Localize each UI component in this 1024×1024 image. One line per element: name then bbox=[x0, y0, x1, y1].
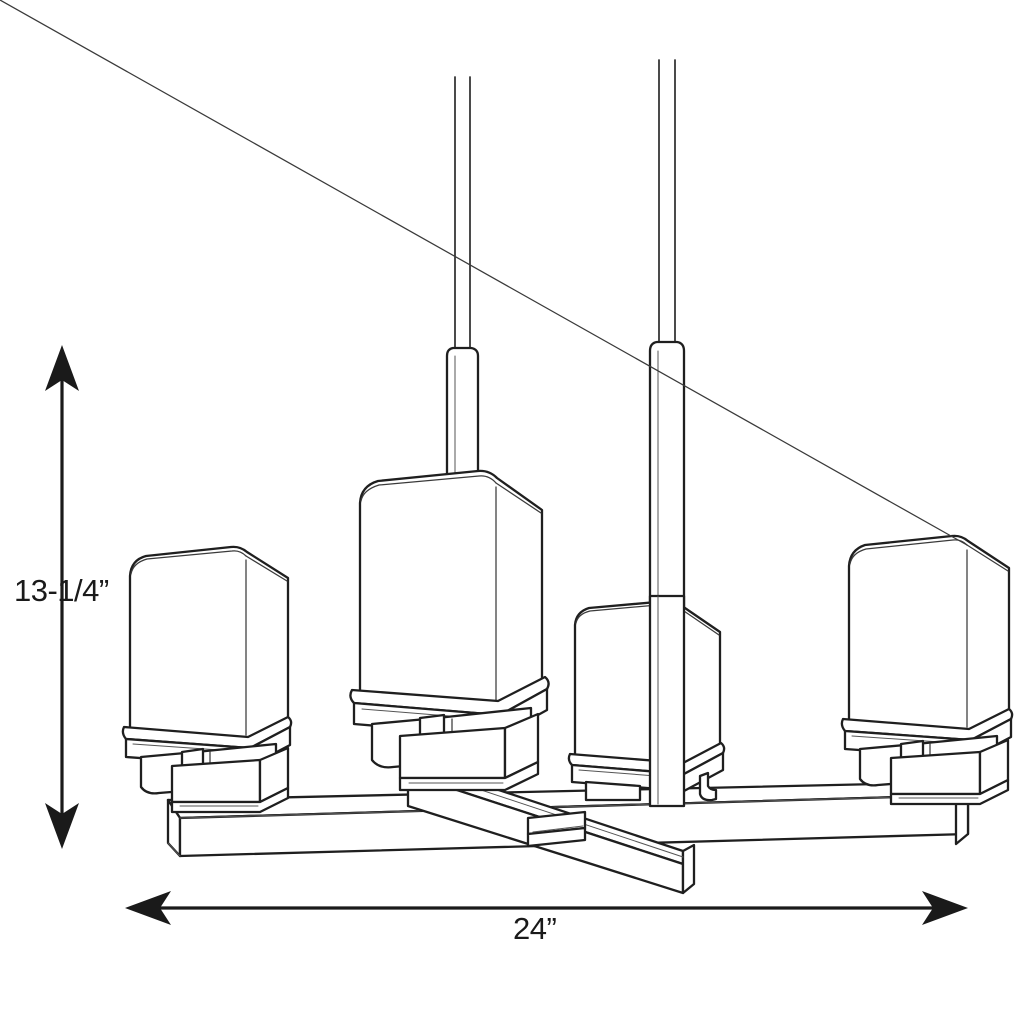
front-center-shade bbox=[349, 469, 550, 792]
left-shade-bracket bbox=[121, 715, 293, 814]
left-stem bbox=[445, 76, 480, 502]
width-dimension-arrow bbox=[125, 891, 968, 925]
right-shade bbox=[0, 0, 1014, 806]
left-shade bbox=[121, 545, 293, 814]
height-dimension-arrow bbox=[45, 345, 79, 849]
center-junction-block bbox=[526, 810, 587, 848]
back-center-shade bbox=[567, 594, 726, 808]
front-center-shade-bracket bbox=[349, 675, 550, 792]
height-dimension-label: 13-1/4” bbox=[14, 573, 109, 608]
right-shade-bracket bbox=[840, 707, 1014, 806]
back-center-shade-bracket bbox=[567, 741, 726, 802]
width-dimension-label: 24” bbox=[513, 911, 557, 946]
